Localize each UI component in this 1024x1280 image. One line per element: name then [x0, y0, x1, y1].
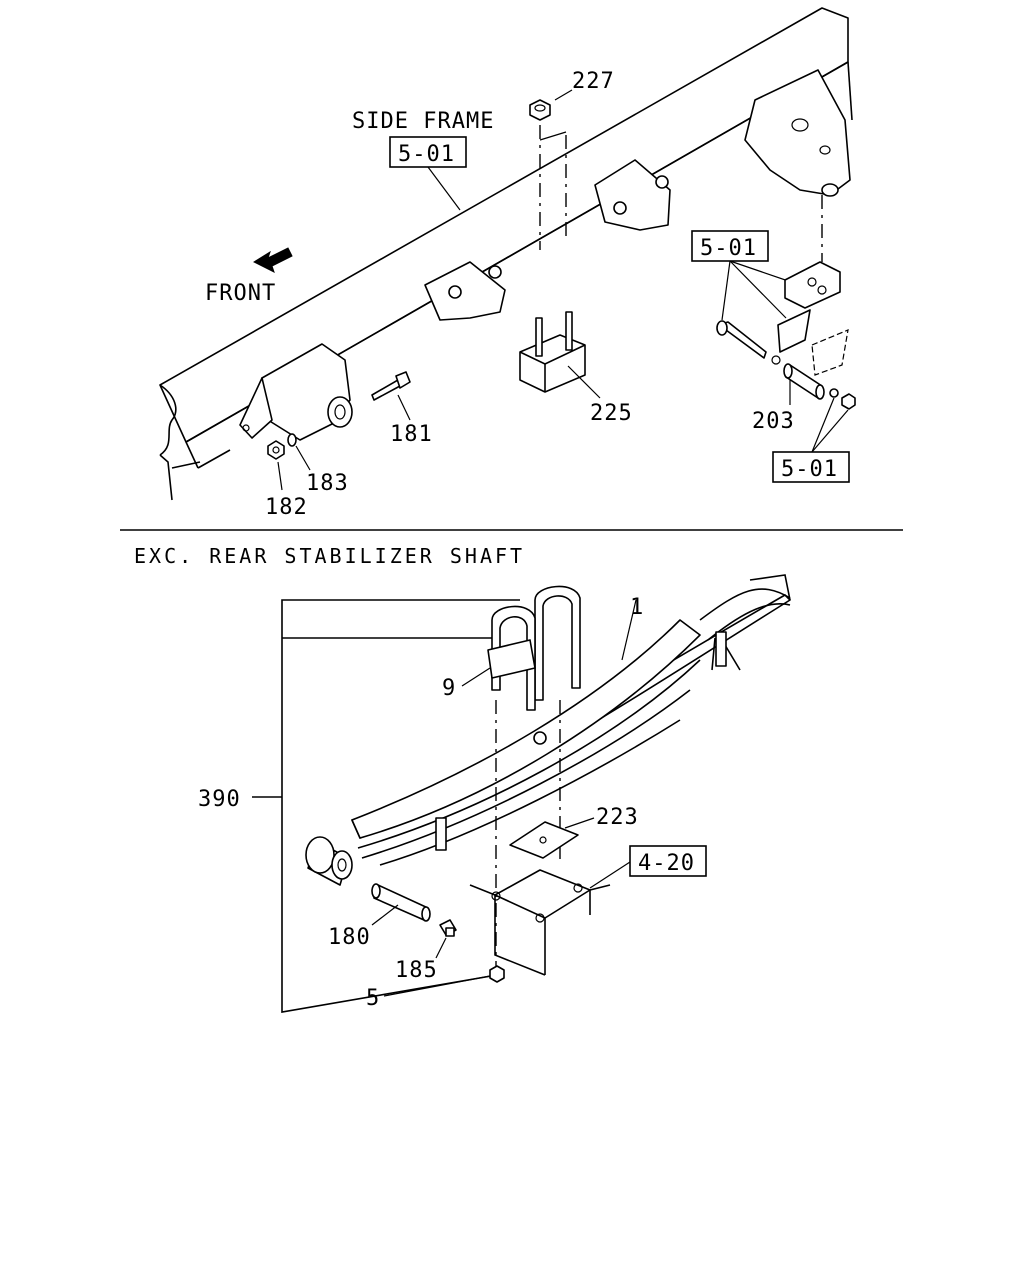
label-185: 185	[395, 958, 438, 983]
ref-box-420	[629, 845, 707, 877]
ref-501-mid: 5-01	[700, 236, 757, 261]
label-390: 390	[198, 787, 241, 812]
part-9-u-bolts	[487, 585, 581, 711]
label-203: 203	[752, 409, 795, 434]
section-title: EXC. REAR STABILIZER SHAFT	[134, 544, 525, 568]
part-5-nut	[489, 965, 505, 983]
shackle-nuts	[829, 388, 856, 410]
ref-501-bottom: 5-01	[781, 457, 838, 482]
center-bolt	[533, 731, 547, 745]
rear-shackle-bracket	[744, 69, 851, 197]
part-1-leaf-spring	[351, 574, 791, 866]
shackle-plate-inner	[777, 309, 811, 353]
spring-clip-rear	[715, 631, 727, 667]
label-223: 223	[596, 805, 639, 830]
part-223-plate	[509, 821, 579, 859]
label-180: 180	[328, 925, 371, 950]
assembly-390-bracket	[252, 599, 520, 1013]
axle-seat	[469, 869, 611, 976]
shackle-washer	[771, 355, 781, 365]
mid-bracket-1	[424, 261, 506, 321]
label-front: FRONT	[205, 281, 276, 306]
label-227: 227	[572, 69, 615, 94]
shackle-plate-outer	[811, 329, 849, 376]
front-arrow-icon	[252, 247, 293, 273]
ref-420: 4-20	[638, 851, 695, 876]
label-181: 181	[390, 422, 433, 447]
mid-bracket-2	[594, 159, 671, 231]
label-side-frame: SIDE FRAME	[352, 109, 494, 134]
part-182-nut	[267, 440, 285, 460]
ref-box-501-bottom	[772, 451, 850, 483]
spring-clip-front	[435, 817, 447, 851]
label-182: 182	[265, 495, 308, 520]
shackle-bolt	[716, 320, 767, 359]
front-hanger-bracket	[239, 343, 353, 441]
label-1: 1	[630, 595, 644, 620]
part-225-spacer-block	[519, 311, 586, 393]
part-227-nut	[529, 99, 551, 121]
part-180-pin	[371, 883, 431, 922]
part-203-bushing	[783, 363, 825, 400]
part-183-washer	[287, 433, 297, 447]
part-185-grease-fitting	[439, 919, 457, 937]
shackle-plate-top	[784, 261, 841, 309]
part-181-bolt	[371, 371, 411, 401]
label-183: 183	[306, 471, 349, 496]
ref-501-top: 5-01	[398, 142, 455, 167]
spring-eye	[305, 836, 353, 886]
label-225: 225	[590, 401, 633, 426]
label-5: 5	[366, 986, 380, 1011]
label-9: 9	[442, 676, 456, 701]
